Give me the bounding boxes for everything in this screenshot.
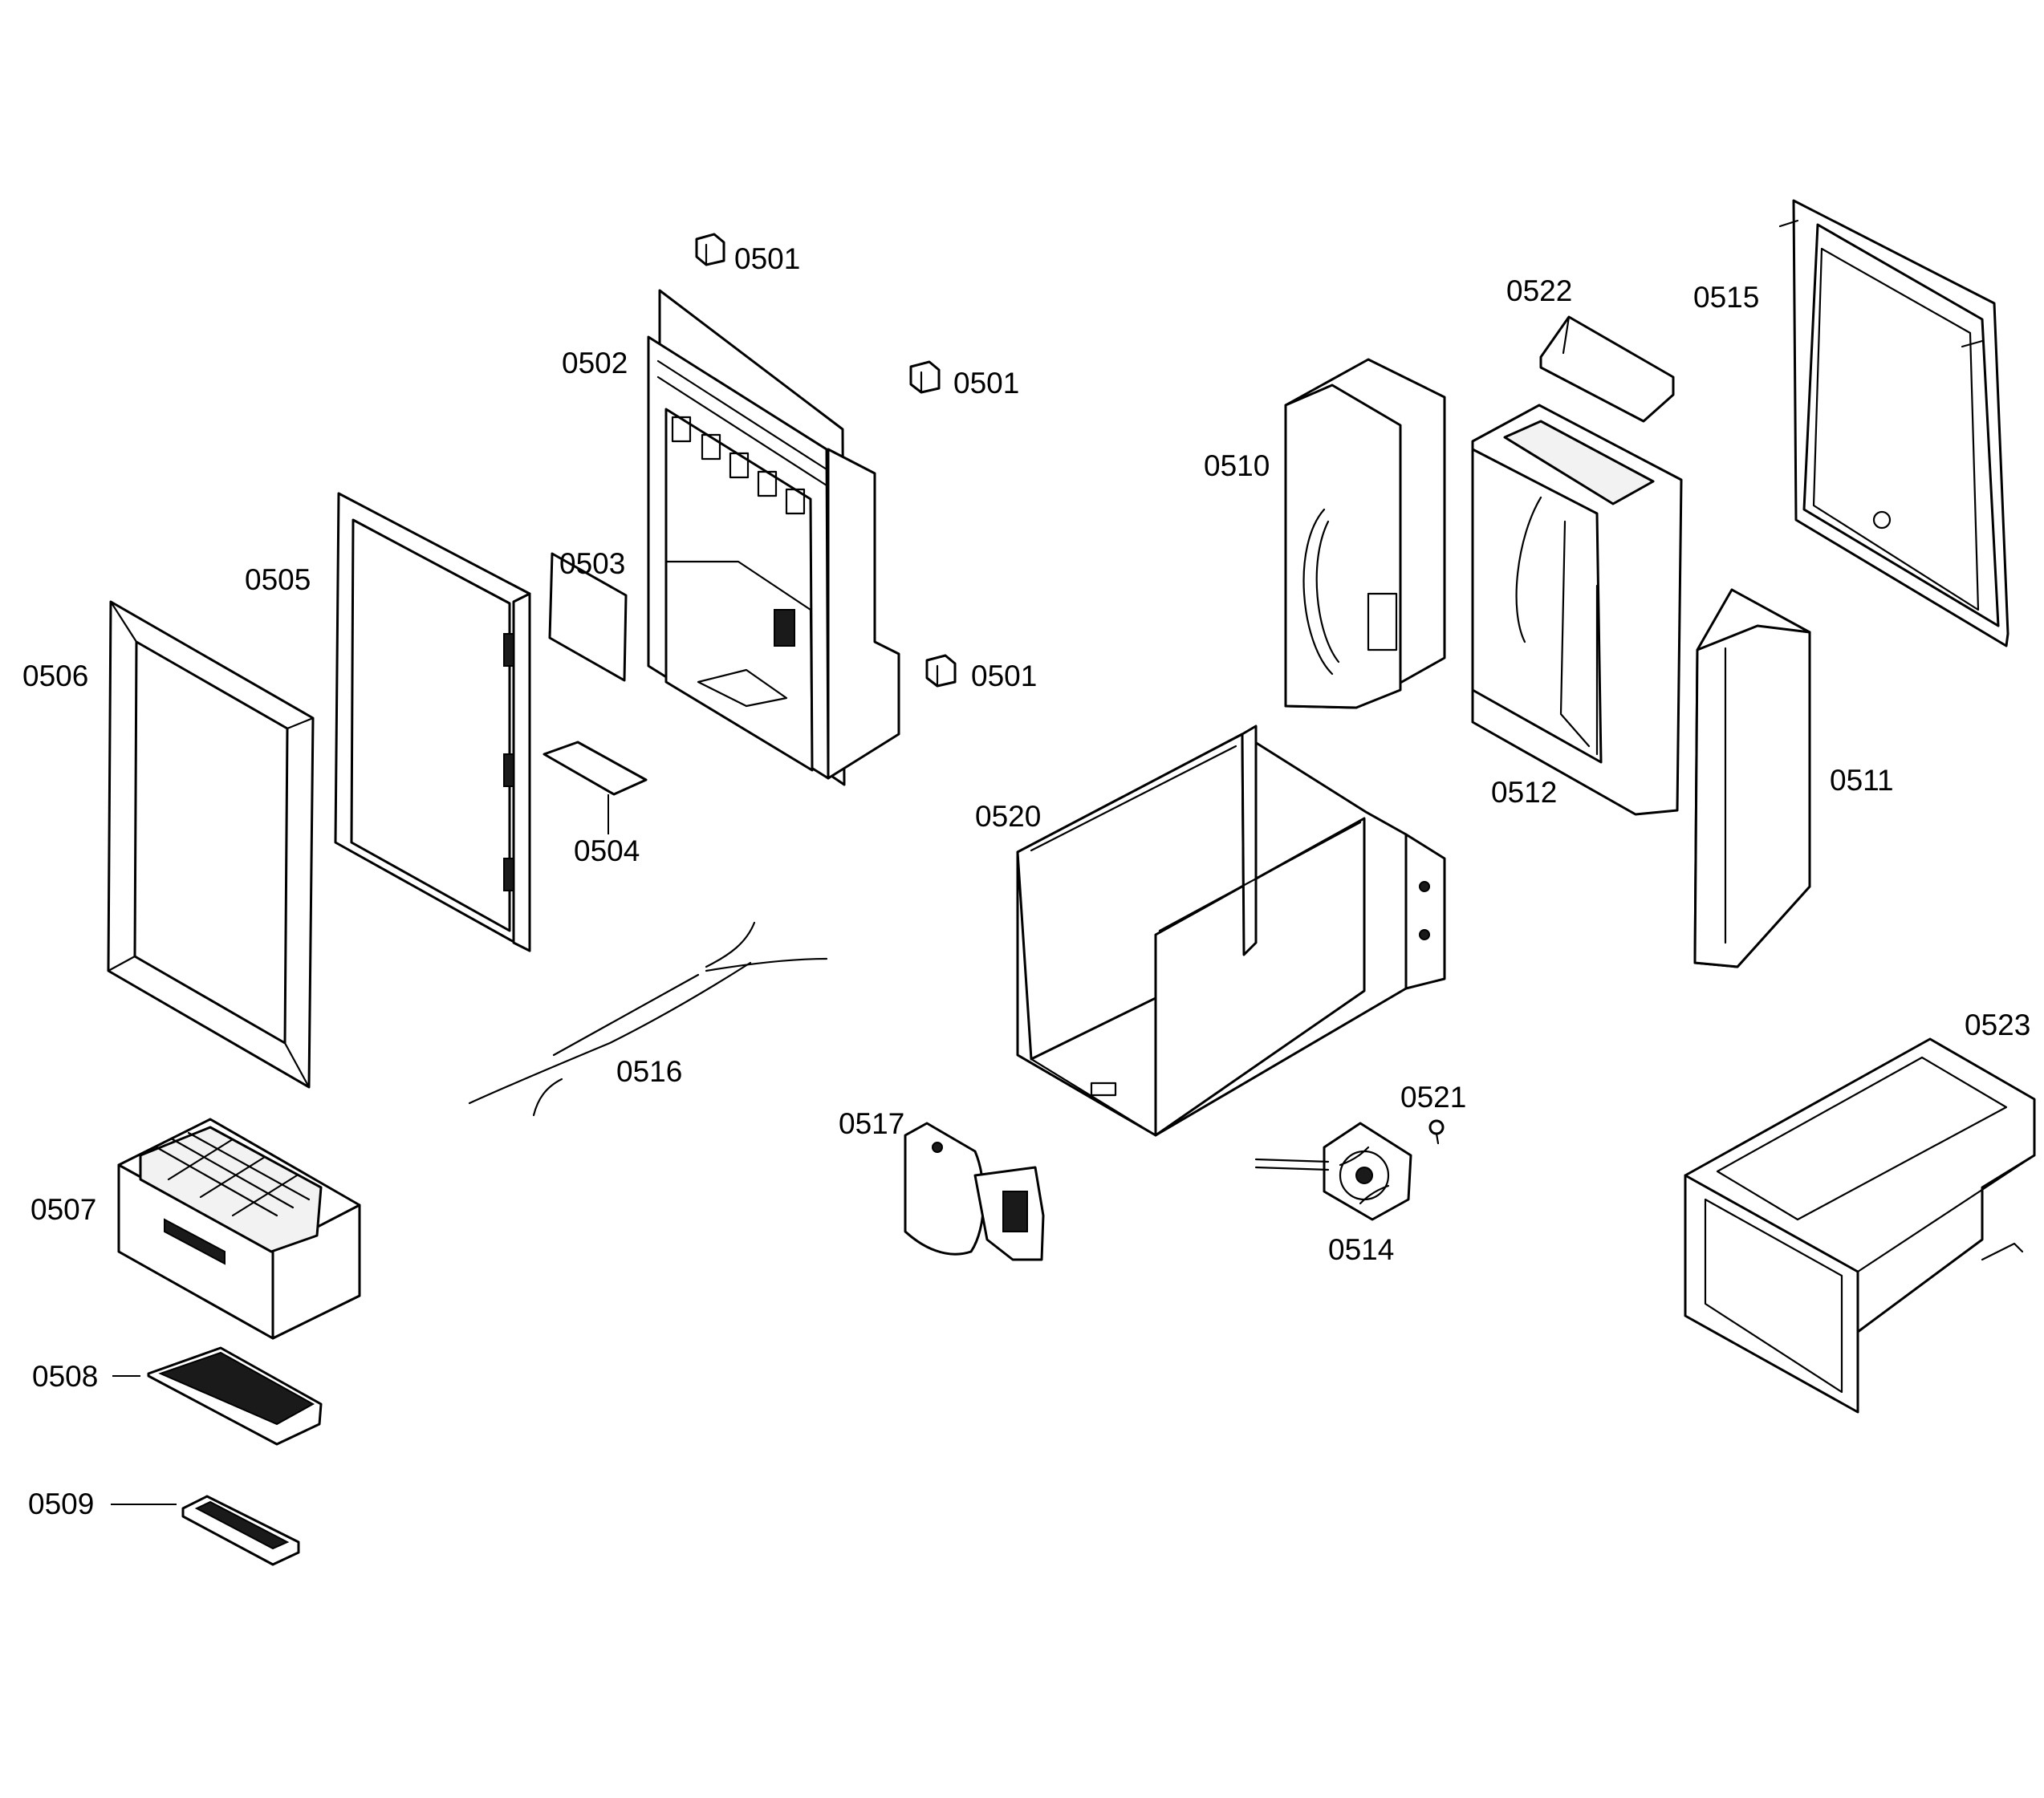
part-0520-liner-box xyxy=(1016,724,1446,1137)
label-0508: 0508 xyxy=(32,1360,98,1393)
part-0505-inner-frame xyxy=(334,492,531,952)
part-0501-clip-top xyxy=(695,233,725,266)
label-0507: 0507 xyxy=(30,1193,96,1226)
label-0515: 0515 xyxy=(1693,281,1759,314)
part-0509-insert xyxy=(111,1495,300,1566)
part-0523-ice-bucket xyxy=(1684,1037,2036,1414)
label-0505: 0505 xyxy=(245,563,311,596)
part-0516-heater-wire xyxy=(468,921,828,1117)
part-0506-outer-frame xyxy=(107,600,315,1089)
label-0516: 0516 xyxy=(616,1055,682,1088)
label-0501-lower: 0501 xyxy=(971,660,1037,692)
label-0501-top: 0501 xyxy=(734,242,800,275)
part-0522-cap xyxy=(1539,315,1675,423)
label-0520: 0520 xyxy=(975,800,1041,833)
label-0503: 0503 xyxy=(559,547,625,580)
part-0511-side-panel xyxy=(1693,588,1811,968)
label-0511: 0511 xyxy=(1830,764,1894,797)
part-0521-screw xyxy=(1428,1119,1445,1145)
label-0521: 0521 xyxy=(1400,1081,1466,1114)
part-0503-plate xyxy=(548,552,628,682)
part-0501-clip-middle xyxy=(909,360,941,394)
label-0502: 0502 xyxy=(562,347,628,379)
part-0514-fan xyxy=(1254,1122,1412,1221)
part-0502-dispenser-housing xyxy=(647,289,900,786)
part-0501-clip-lower xyxy=(925,654,957,688)
label-0509: 0509 xyxy=(28,1488,94,1520)
part-0512-ice-maker-housing xyxy=(1471,404,1683,816)
part-0510-left-duct xyxy=(1284,358,1446,709)
label-0522: 0522 xyxy=(1506,274,1572,307)
label-0504: 0504 xyxy=(574,834,640,867)
part-0507-drip-tray-housing xyxy=(117,1118,361,1340)
label-0517: 0517 xyxy=(839,1107,904,1140)
part-0515-door-panel xyxy=(1778,199,2009,647)
part-0517-auger-motor xyxy=(904,1122,1045,1261)
label-0523: 0523 xyxy=(1965,1009,2030,1041)
part-0504-plate xyxy=(542,741,648,796)
label-0506: 0506 xyxy=(22,660,88,692)
part-0508-grille xyxy=(112,1346,323,1446)
label-0510: 0510 xyxy=(1204,449,1270,482)
label-0512: 0512 xyxy=(1491,776,1557,809)
label-0514: 0514 xyxy=(1328,1233,1394,1266)
label-0501-middle: 0501 xyxy=(953,367,1019,400)
